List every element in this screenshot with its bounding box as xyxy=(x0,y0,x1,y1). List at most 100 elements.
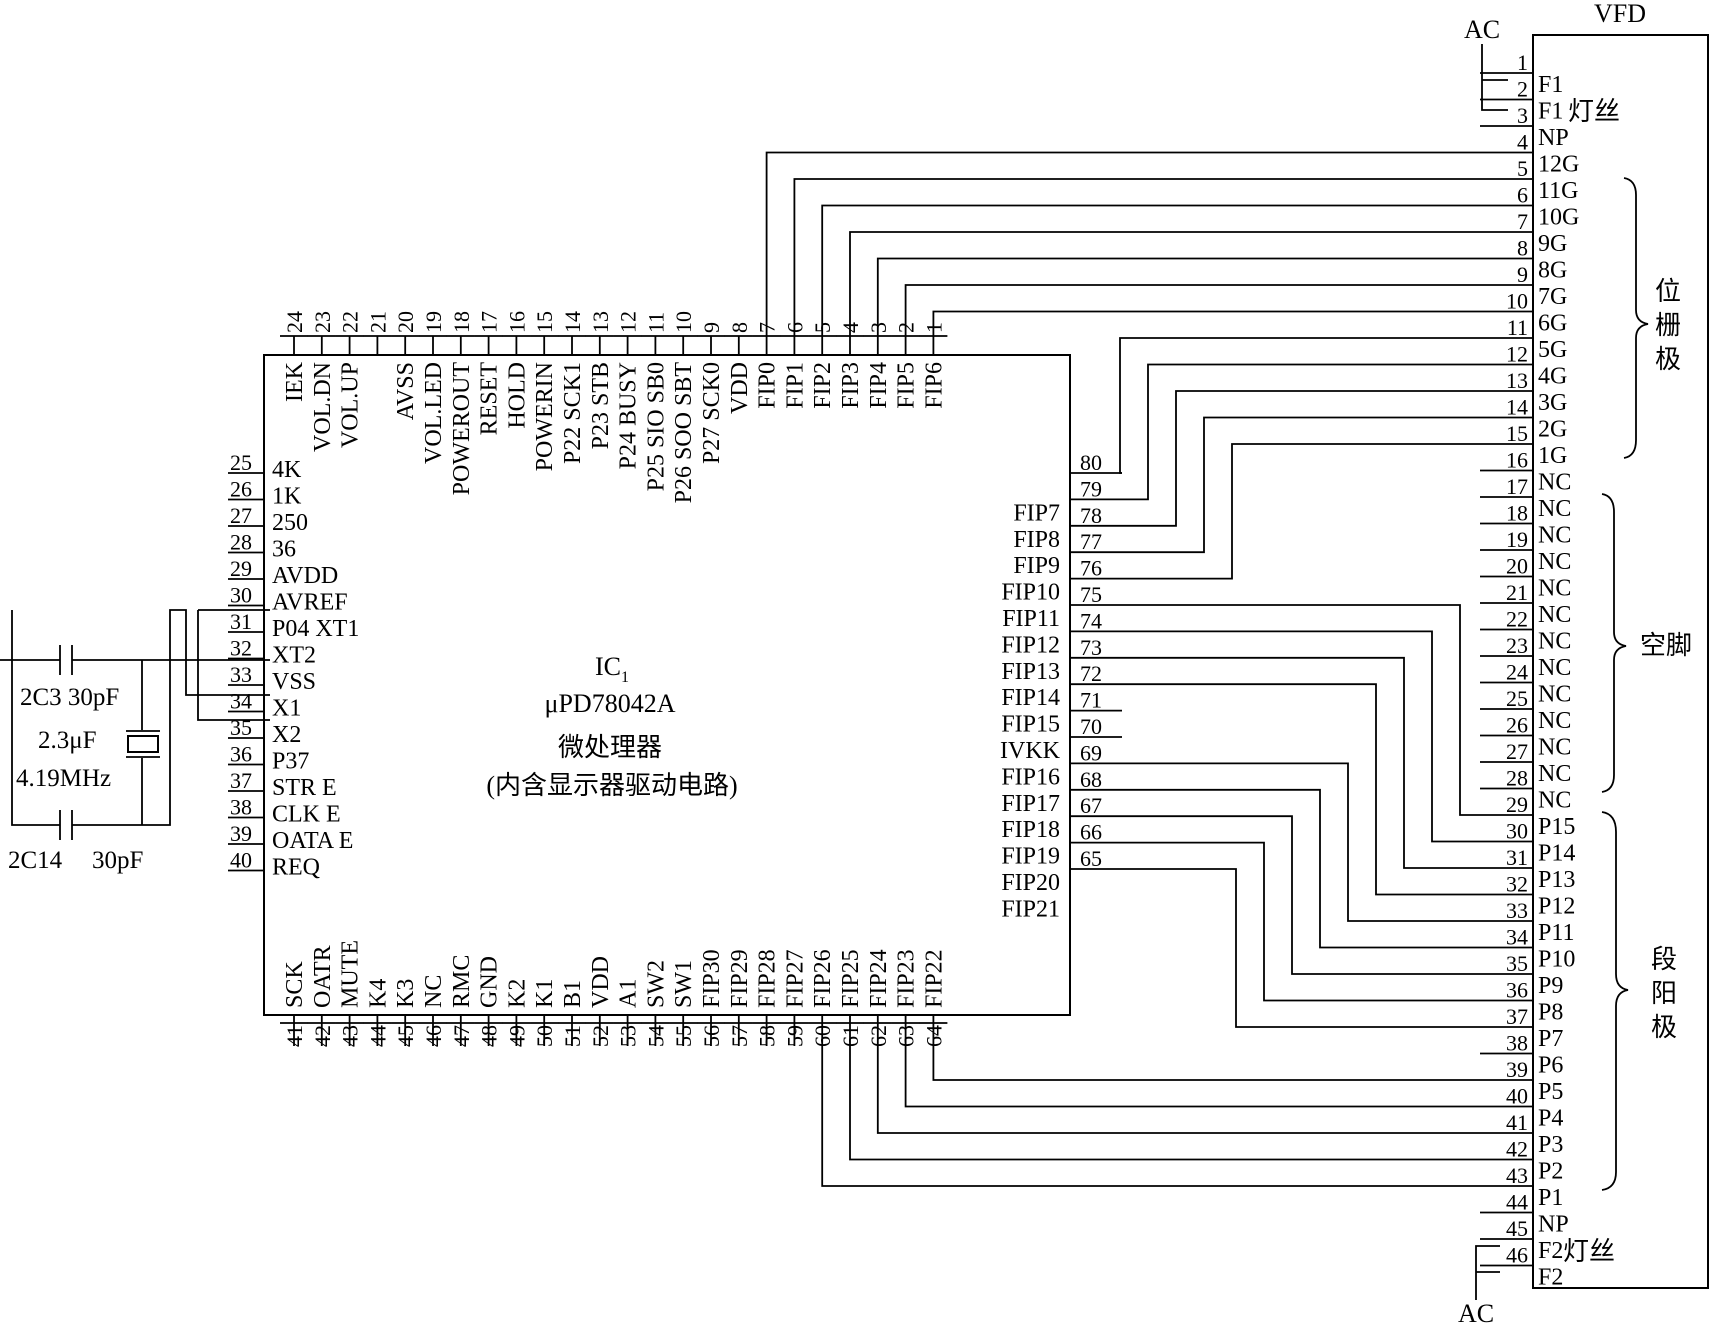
pin-name: XT2 xyxy=(272,643,316,669)
pin-name: P4 xyxy=(1538,1106,1563,1132)
pin-number: 59 xyxy=(782,1025,807,1047)
pin-name: P3 xyxy=(1538,1132,1563,1158)
pin-number: 22 xyxy=(1506,607,1528,632)
pin-name: NP xyxy=(1538,1212,1569,1238)
pin-name: 10G xyxy=(1538,205,1579,231)
ic-part-number: μPD78042A xyxy=(545,689,676,718)
pin-number: 69 xyxy=(1080,740,1102,765)
pin-name: FIP27 xyxy=(782,949,808,1008)
pin-number: 29 xyxy=(230,556,252,581)
pin-number: 56 xyxy=(699,1025,724,1047)
pin-name: 250 xyxy=(272,510,308,536)
pin-number: 53 xyxy=(616,1025,641,1047)
pin-number: 1 xyxy=(1517,50,1528,75)
pin-name: FIP7 xyxy=(1013,500,1060,526)
pin-name: P27 SCK0 xyxy=(699,362,725,464)
pin-number: 72 xyxy=(1080,661,1102,686)
grid-group-label: 位栅极 xyxy=(1655,277,1681,374)
pin-name: FIP22 xyxy=(921,949,947,1008)
pin-number: 44 xyxy=(365,1025,390,1047)
pin-name: FIP10 xyxy=(1001,580,1060,606)
pin-number: 50 xyxy=(532,1025,557,1047)
pin-number: 35 xyxy=(1506,951,1528,976)
pin-number: 16 xyxy=(1506,448,1528,473)
pin-name: P25 SIO SB0 xyxy=(643,362,669,491)
pin-name: POWEROUT xyxy=(449,362,475,496)
pin-number: 37 xyxy=(230,768,252,793)
pin-name: FIP6 xyxy=(921,362,947,409)
pin-name: FIP16 xyxy=(1001,764,1060,790)
pin-name: F2 xyxy=(1538,1265,1563,1291)
pin-name: P9 xyxy=(1538,973,1563,999)
pin-name: VDD xyxy=(588,956,614,1008)
pin-name: 36 xyxy=(272,537,296,563)
pin-number: 41 xyxy=(1506,1110,1528,1135)
pin-number: 34 xyxy=(1506,925,1528,950)
pin-name: AVREF xyxy=(272,590,348,616)
pin-number: 21 xyxy=(1506,580,1528,605)
pin-name: 1K xyxy=(272,484,302,510)
pin-name: P15 xyxy=(1538,814,1575,840)
pin-name: FIP30 xyxy=(699,949,725,1008)
pin-number: 16 xyxy=(504,311,529,333)
pin-name: NC xyxy=(1538,470,1571,496)
pin-number: 2 xyxy=(1517,77,1528,102)
pin-number: 5 xyxy=(1517,156,1528,181)
pin-name: FIP1 xyxy=(782,362,808,409)
pin-number: 55 xyxy=(671,1025,696,1047)
vfd-pin-9: 97G xyxy=(1480,262,1567,310)
pin-number: 23 xyxy=(310,311,335,333)
pin-name: P5 xyxy=(1538,1079,1563,1105)
pin-name: 4K xyxy=(272,457,302,483)
pin-name: RMC xyxy=(449,955,475,1008)
vfd-title: VFD xyxy=(1594,0,1646,28)
pin-number: 6 xyxy=(1517,183,1528,208)
pin-name: NP xyxy=(1538,125,1569,151)
pin-number: 20 xyxy=(393,311,418,333)
pin-number: 42 xyxy=(1506,1137,1528,1162)
oscillator-circuit xyxy=(0,609,270,840)
pin-number: 51 xyxy=(560,1025,585,1047)
pin-name: P26 SOO SBT xyxy=(671,362,697,504)
pin-name: K4 xyxy=(365,979,391,1008)
pin-number: 45 xyxy=(393,1025,418,1047)
ic-body xyxy=(263,354,1071,1016)
pin-number: 45 xyxy=(1506,1216,1528,1241)
pin-name: STR E xyxy=(272,775,337,801)
pin-number: 46 xyxy=(421,1025,446,1047)
pin-number: 7 xyxy=(1517,209,1528,234)
pin-number: 26 xyxy=(1506,713,1528,738)
pin-name: 12G xyxy=(1538,152,1579,178)
pin-number: 30 xyxy=(230,583,252,608)
